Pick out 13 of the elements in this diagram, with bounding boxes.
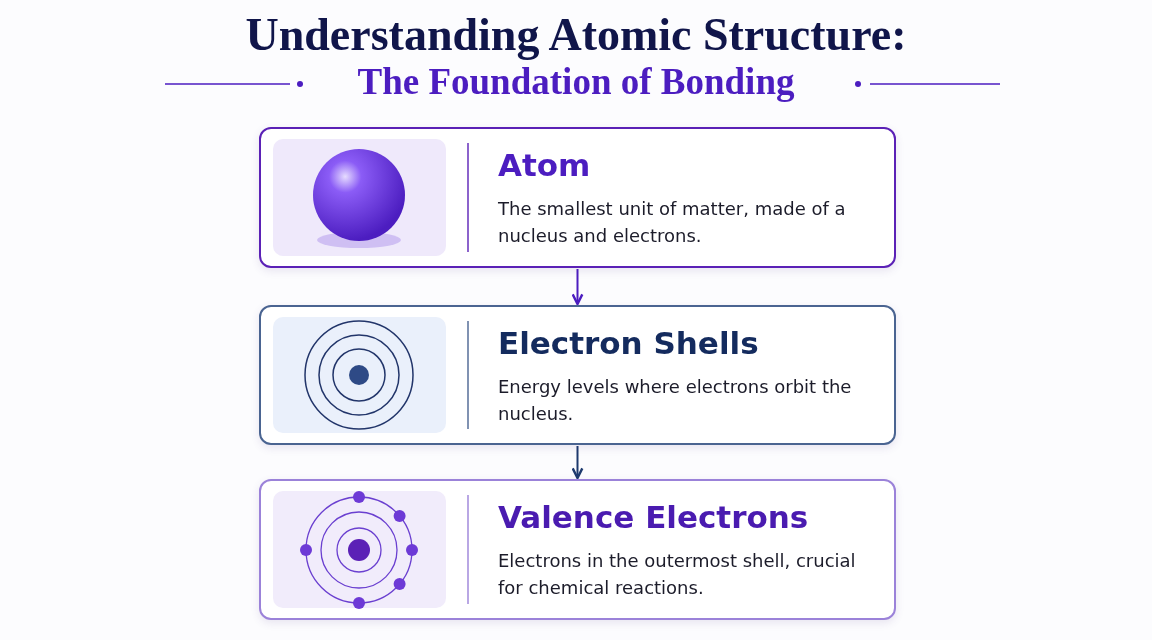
info-card [259, 479, 896, 620]
card-heading: Electron Shells [498, 325, 759, 361]
card-description: Energy levels where electrons orbit the nucleus. [498, 375, 853, 426]
card-heading: Valence Electrons [498, 499, 809, 535]
card-description: The smallest unit of matter, made of a nucleus and electrons. [498, 197, 847, 248]
title: Understanding Atomic Structure: [244, 8, 908, 61]
card-description: Electrons in the outermost shell, crucial for chemical reactions. [498, 549, 857, 600]
info-card [259, 127, 896, 268]
arrow [571, 268, 584, 306]
card-heading: Atom [498, 147, 591, 183]
info-card [259, 305, 896, 445]
subtitle: The Foundation of Bonding [357, 60, 795, 103]
arrow [571, 445, 584, 480]
